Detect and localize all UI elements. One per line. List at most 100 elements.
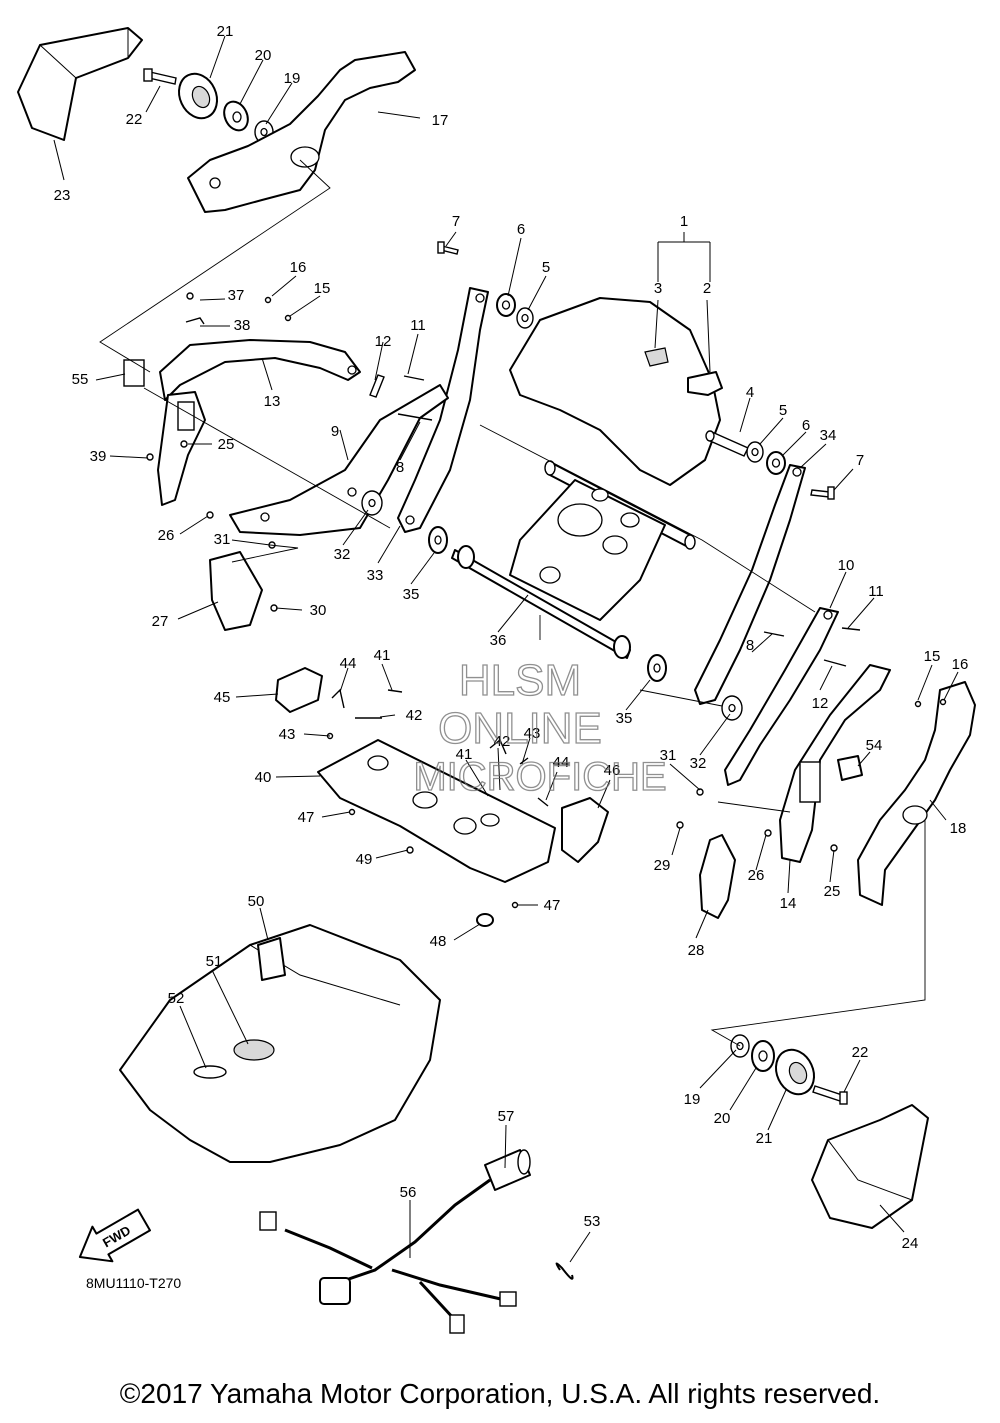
- callout-31a: 31: [214, 531, 231, 548]
- svg-text:MICROFICHE: MICROFICHE: [413, 755, 666, 799]
- part-48-damper: [476, 913, 494, 927]
- callout-27: 27: [152, 613, 169, 630]
- part-5-washer-right: [746, 441, 764, 463]
- svg-text:HLSM: HLSM: [459, 656, 581, 705]
- part-28-right-lower-cover: [699, 834, 736, 919]
- callout-34: 34: [820, 427, 837, 444]
- part-20-collar-left: [223, 100, 249, 132]
- part-13-left-arm: [159, 339, 361, 401]
- callout-24: 24: [902, 1235, 919, 1252]
- part-5-washer-left: [516, 307, 534, 329]
- part-53-clip: [555, 1262, 574, 1280]
- callout-19: 19: [284, 70, 301, 87]
- callout-50: 50: [248, 893, 265, 910]
- part-55-reflector-left: [123, 359, 145, 387]
- callout-22b: 22: [852, 1044, 869, 1061]
- copyright-notice: ©2017 Yamaha Motor Corporation, U.S.A. A…: [119, 1378, 881, 1409]
- callout-22: 22: [126, 111, 143, 128]
- callout-41a: 41: [374, 647, 391, 664]
- callout-11b: 11: [868, 583, 884, 600]
- callout-1: 1: [680, 213, 688, 230]
- part-35-gear-left: [428, 526, 448, 554]
- callout-14: 14: [780, 895, 797, 912]
- callout-4: 4: [746, 384, 754, 401]
- part-26-left-side-piece: [157, 391, 206, 506]
- watermark: HLSM ONLINE MICROFICHE: [413, 655, 668, 799]
- callout-12a: 12: [375, 333, 392, 350]
- part-35-gear-right: [647, 654, 667, 682]
- callout-26a: 26: [158, 527, 175, 544]
- callout-3: 3: [654, 280, 662, 297]
- svg-text:ONLINE: ONLINE: [438, 704, 602, 753]
- part-14-right-arm: [779, 664, 891, 863]
- callout-25a: 25: [218, 436, 235, 453]
- assembly-lines: [99, 159, 926, 1047]
- small-fasteners: [123, 292, 947, 909]
- drawing-code: 8MU1110-T270: [86, 1275, 181, 1291]
- part-7-bolt-left: [437, 241, 459, 255]
- callout-44a: 44: [340, 655, 357, 672]
- callout-21: 21: [217, 23, 234, 40]
- part-21-knob-right: [775, 1048, 815, 1096]
- part-36-frame: [451, 460, 696, 659]
- callout-13: 13: [264, 393, 281, 410]
- callout-30: 30: [310, 602, 327, 619]
- part-12-collar-right: [823, 659, 847, 667]
- part-46-right-cap: [561, 797, 609, 863]
- callout-42b: 42: [494, 733, 511, 750]
- callout-44b: 44: [553, 754, 570, 771]
- callout-43b: 43: [524, 725, 541, 742]
- callout-2: 2: [703, 280, 711, 297]
- part-32-washer-right: [721, 695, 743, 721]
- callout-46: 46: [604, 762, 621, 779]
- callout-6a: 6: [517, 221, 525, 238]
- callout-23: 23: [54, 187, 71, 204]
- callout-54: 54: [866, 737, 883, 754]
- callout-9: 9: [331, 423, 339, 440]
- callout-16b: 16: [952, 656, 969, 673]
- callout-38: 38: [234, 317, 251, 334]
- callout-57: 57: [498, 1108, 515, 1125]
- callout-15a: 15: [314, 280, 331, 297]
- callout-32b: 32: [690, 755, 707, 772]
- part-1-backrest: [509, 297, 723, 486]
- callout-42a: 42: [406, 707, 423, 724]
- callout-48: 48: [430, 933, 447, 950]
- part-57-socket: [484, 1149, 531, 1191]
- callout-15b: 15: [924, 648, 941, 665]
- part-6-bush-right: [766, 451, 786, 475]
- callout-33: 33: [367, 567, 384, 584]
- callout-29: 29: [654, 857, 671, 874]
- callout-47b: 47: [544, 897, 561, 914]
- part-23-left-cover: [17, 27, 143, 141]
- part-4-pin: [705, 430, 749, 457]
- part-32-washer-left: [361, 490, 383, 516]
- callout-5b: 5: [779, 402, 787, 419]
- callout-36: 36: [490, 632, 507, 649]
- part-54-reflector: [837, 755, 863, 781]
- callout-17: 17: [432, 112, 449, 129]
- callout-12b: 12: [812, 695, 829, 712]
- callout-45: 45: [214, 689, 231, 706]
- part-21-knob-left: [178, 72, 218, 120]
- part-9-left-bracket: [229, 384, 449, 536]
- part-22-bolt-left: [143, 68, 177, 85]
- callout-40: 40: [255, 769, 272, 786]
- callout-20: 20: [255, 47, 272, 64]
- part-22-bolt-right: [812, 1085, 848, 1105]
- part-20-collar-right: [751, 1040, 775, 1072]
- part-40-base-plate: [317, 739, 556, 883]
- callout-51: 51: [206, 953, 223, 970]
- callout-25b: 25: [824, 883, 841, 900]
- part-27-left-lower-cover: [209, 551, 263, 631]
- callout-41b: 41: [456, 746, 473, 763]
- callout-28: 28: [688, 942, 705, 959]
- leader-lines: [53, 35, 959, 1263]
- callout-43a: 43: [279, 726, 296, 743]
- callout-16a: 16: [290, 259, 307, 276]
- part-44-spring-right: [537, 797, 549, 807]
- callout-18: 18: [950, 820, 967, 837]
- callout-47a: 47: [298, 809, 315, 826]
